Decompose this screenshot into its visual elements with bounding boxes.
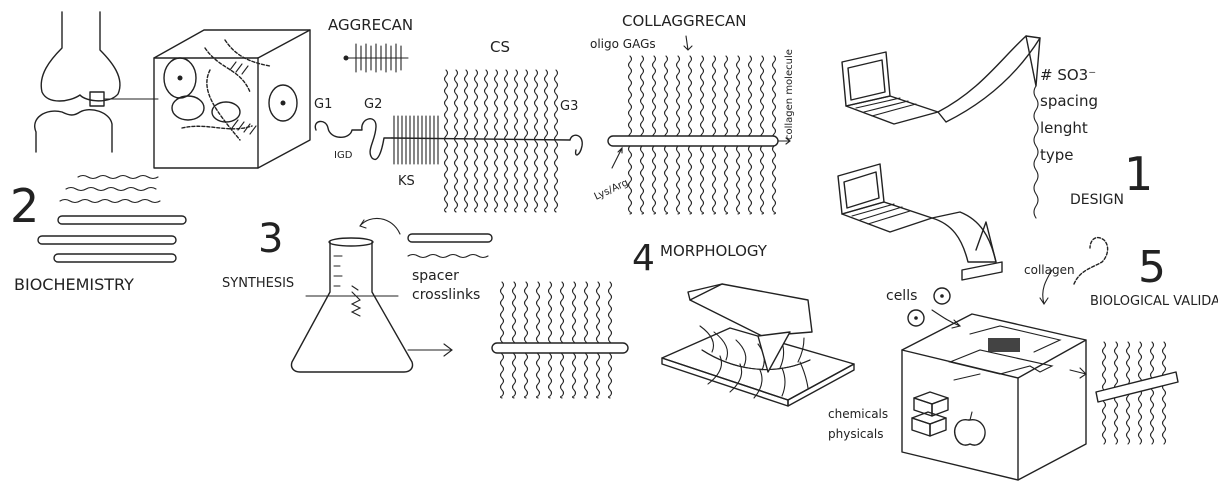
cells-label: cells — [886, 288, 917, 304]
gag-chain — [571, 281, 577, 399]
morph-chain — [713, 331, 729, 361]
gag-chain — [503, 69, 509, 213]
gag-chain — [583, 281, 589, 399]
joint-sketch — [34, 11, 159, 153]
gag-chain — [723, 55, 729, 215]
morph-chain — [729, 363, 743, 393]
morph-chain — [799, 361, 809, 389]
biochemistry-label: BIOCHEMISTRY — [14, 275, 134, 294]
cs-label: CS — [490, 38, 510, 56]
gag-chain — [553, 69, 559, 213]
collaggrecan-diagram: COLLAGGRECAN oligo GAGs collagen molecul… — [590, 12, 795, 215]
gag-chain — [443, 69, 449, 213]
gag-chain — [711, 55, 717, 215]
morphology-chains — [699, 325, 809, 399]
synthesized-collaggrecan — [499, 281, 613, 399]
design-label: DESIGN — [1070, 192, 1124, 208]
gag-chain — [1137, 341, 1143, 445]
gag-chain — [547, 281, 553, 399]
biological-validation-section: collagen cells BIOLOGICAL VALIDATION che… — [828, 236, 1218, 481]
collagen-molecule-label: collagen molecule — [784, 49, 795, 140]
morphology-section: MORPHOLOGY — [660, 242, 855, 407]
design-section: # SO3⁻ spacing lenght type DESIGN — [837, 35, 1124, 281]
g3-label: G3 — [560, 99, 578, 114]
collaggrecan-label: COLLAGGRECAN — [622, 12, 746, 30]
chemicals-label: chemicals — [828, 407, 888, 421]
igd-label: IGD — [334, 150, 353, 161]
step-5-number: 5 — [1138, 242, 1166, 293]
gag-chain — [759, 55, 765, 215]
g1-label: G1 — [314, 97, 332, 112]
morph-chain — [753, 369, 763, 399]
laptop-top — [841, 51, 939, 125]
gag-chain — [651, 55, 657, 215]
gag-chain — [535, 281, 541, 399]
lys-arg-label: Lys/Arg — [593, 177, 631, 202]
cartilage-cube — [153, 29, 311, 169]
gag-chain — [533, 69, 539, 213]
gag-chain — [627, 55, 633, 215]
biochemistry-section: BIOCHEMISTRY — [14, 174, 187, 294]
morphology-label: MORPHOLOGY — [660, 242, 768, 260]
morph-chain — [781, 367, 786, 397]
morph-chain — [699, 325, 715, 353]
gag-chain — [483, 69, 489, 213]
gag-chain — [663, 55, 669, 215]
step-4-number: 4 — [632, 238, 655, 279]
cs-chains — [443, 69, 559, 213]
gag-chain — [735, 55, 741, 215]
spacer-label: spacer — [412, 268, 459, 284]
synthesis-label: SYNTHESIS — [222, 276, 294, 291]
gag-chain — [513, 69, 519, 213]
g2-label: G2 — [364, 97, 382, 112]
gag-chain — [699, 55, 705, 215]
step-1-number: 1 — [1124, 147, 1153, 201]
biological-label: BIOLOGICAL VALIDATION — [1090, 294, 1218, 309]
gag-chain — [493, 69, 499, 213]
aggrecan-icon-bristles — [355, 43, 402, 73]
collagen-label: collagen — [1024, 263, 1075, 277]
spacing-label: spacing — [1040, 92, 1098, 110]
gag-chain — [499, 281, 505, 399]
gag-chain — [747, 55, 753, 215]
aggrecan-label: AGGRECAN — [328, 16, 413, 34]
gag-chain — [675, 55, 681, 215]
crosslinks-label: crosslinks — [412, 287, 480, 303]
gag-chain — [523, 281, 529, 399]
gag-chain — [453, 69, 459, 213]
synthesis-section: SYNTHESIS spacer crosslinks — [222, 217, 629, 399]
gag-chain — [595, 281, 601, 399]
gag-chain — [1149, 341, 1155, 445]
ks-chains — [393, 115, 439, 165]
aggrecan-diagram: AGGRECAN G1 G2 IGD KS CS G3 — [314, 16, 583, 213]
lenght-label: lenght — [1040, 119, 1088, 137]
collaggrecan-gag-chains — [627, 55, 777, 215]
ks-label: KS — [398, 174, 415, 189]
gag-chain — [463, 69, 469, 213]
morph-chain — [797, 337, 805, 363]
step-3-number: 3 — [258, 216, 283, 262]
gag-chain — [639, 55, 645, 215]
gag-chain — [771, 55, 777, 215]
gag-chain — [559, 281, 565, 399]
gag-chain — [607, 281, 613, 399]
gag-chain — [523, 69, 529, 213]
laptop-bottom — [837, 163, 933, 233]
gag-chain — [511, 281, 517, 399]
gag-chain — [543, 69, 549, 213]
type-label: type — [1040, 146, 1074, 164]
morph-chain — [707, 355, 723, 385]
step-2-number: 2 — [10, 179, 39, 233]
physicals-label: physicals — [828, 427, 883, 441]
gag-chain — [1161, 341, 1167, 445]
gag-chain — [473, 69, 479, 213]
oligo-gags-label: oligo GAGs — [590, 37, 656, 51]
so3-label: # SO3⁻ — [1040, 66, 1096, 84]
morph-chain — [735, 339, 747, 367]
gag-chain — [687, 55, 693, 215]
